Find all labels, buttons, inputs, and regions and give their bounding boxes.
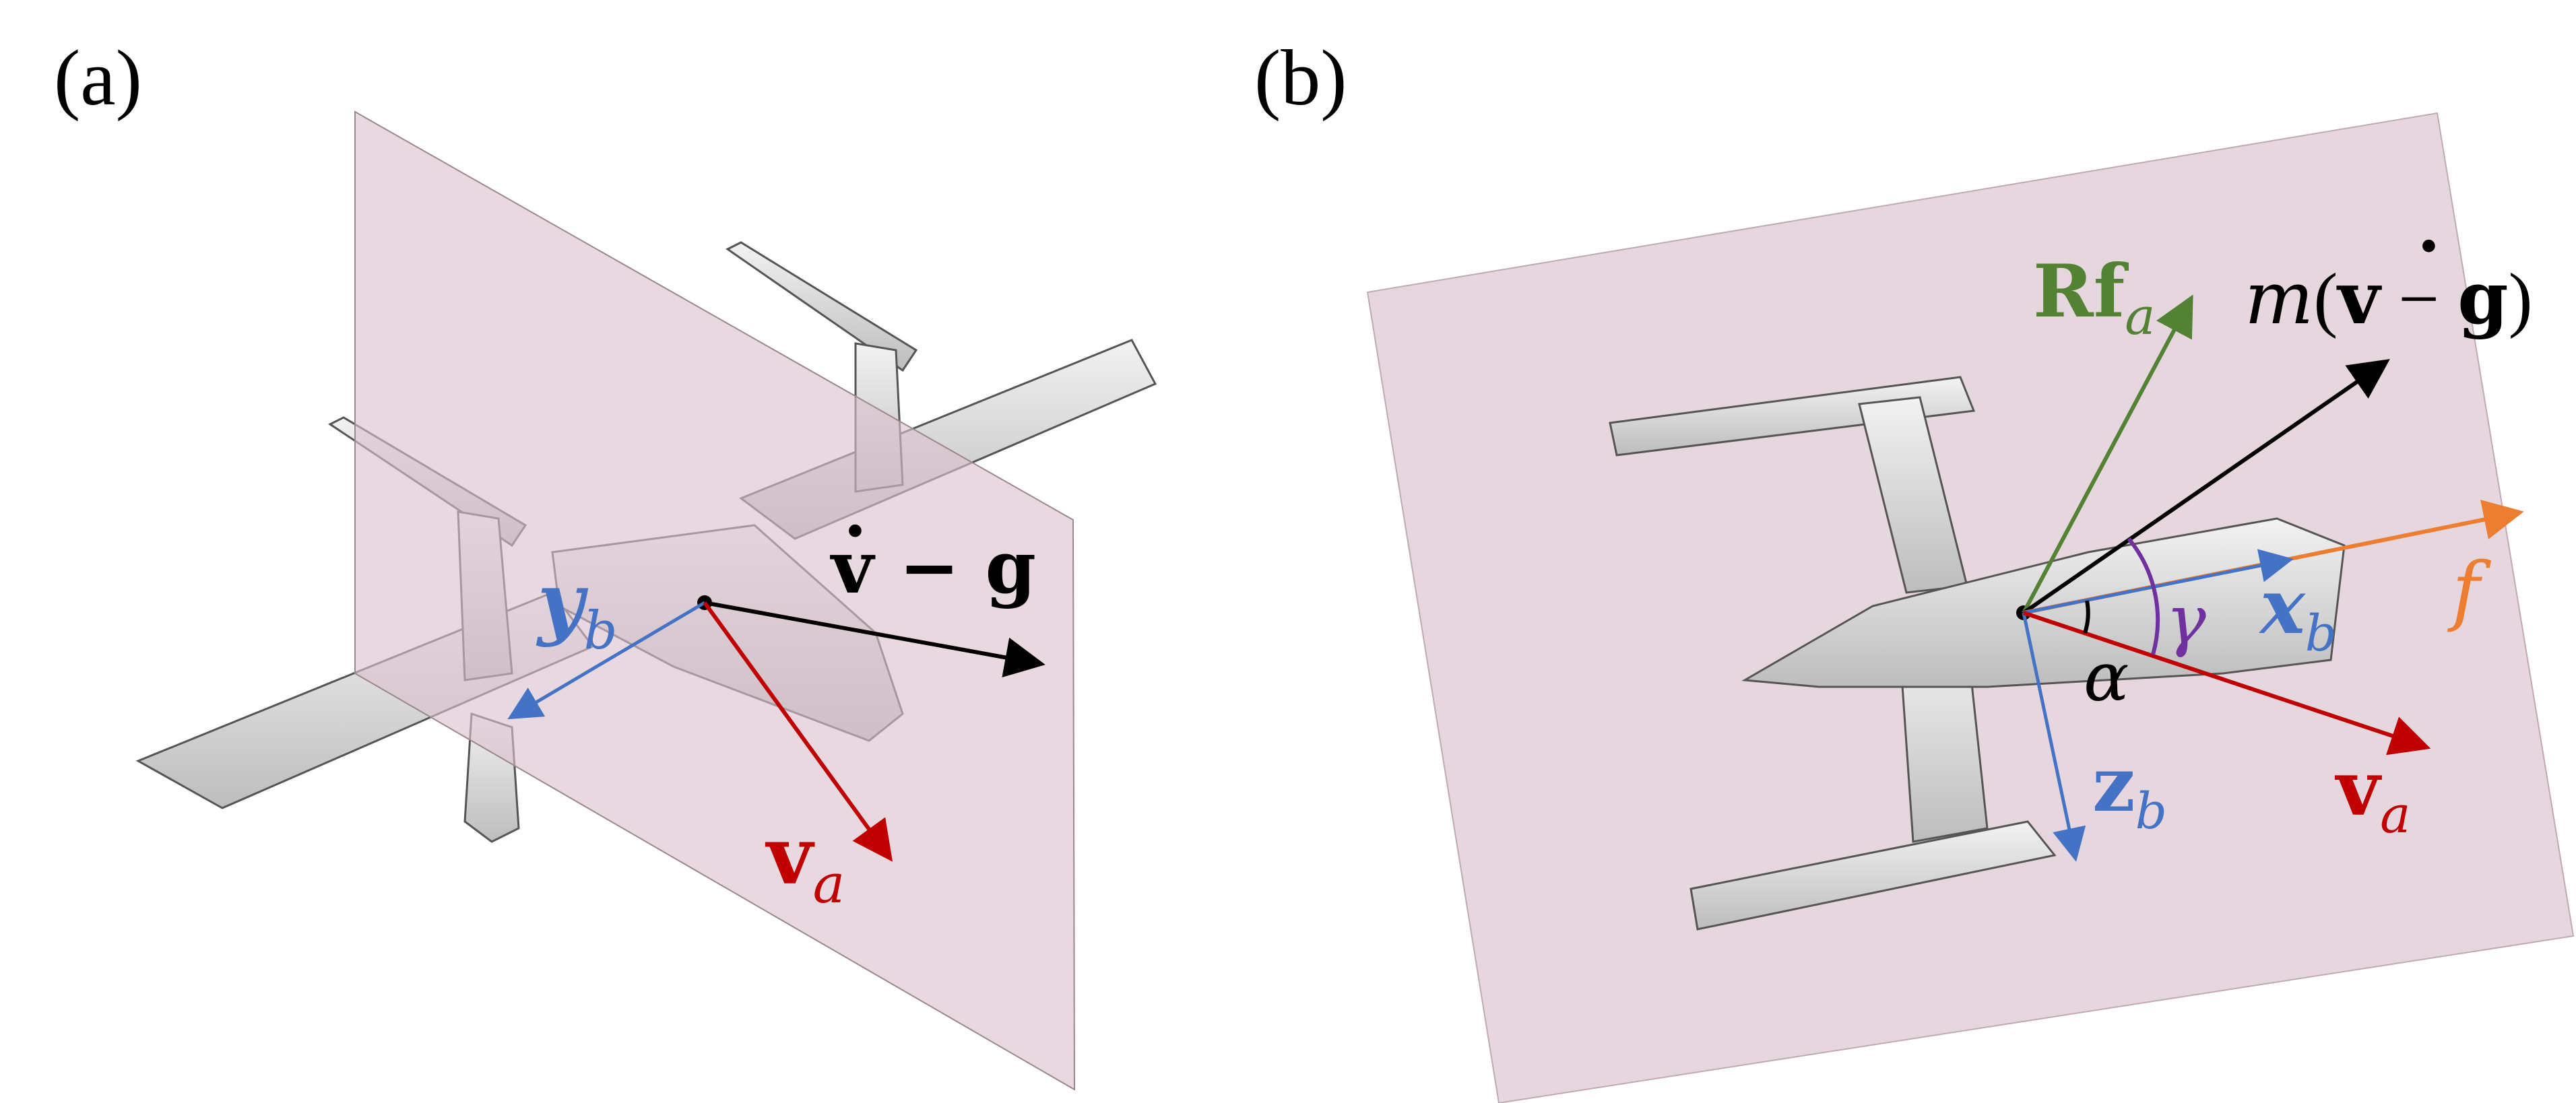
m-accel-dot: ·: [2417, 206, 2441, 286]
alpha-label: α: [2084, 638, 2129, 716]
y-b-arrow: [507, 601, 706, 720]
accel-label-a: v − g: [830, 525, 1036, 610]
accel-dot-a: ·: [843, 491, 867, 570]
m-accel-label: m(v − g): [2245, 256, 2533, 341]
rfa-arrow: [2022, 294, 2193, 614]
upper-right-nacelle: [726, 241, 918, 372]
gamma-arc: [2127, 537, 2160, 655]
fuselage-b: [1741, 517, 2346, 688]
panel-b: (b) Rfa · m: [1254, 34, 2575, 1103]
va-arrow-b: [2023, 611, 2431, 756]
z-b-arrow: [2022, 612, 2086, 862]
upper-nacelle-b: [1609, 376, 1976, 457]
drone-b-illustration: [1609, 376, 2346, 931]
panel-b-label: (b): [1254, 34, 1347, 122]
y-b-label: yb: [536, 555, 618, 661]
panel-a: (a) yb: [54, 34, 1157, 1091]
alpha-arc: [2083, 600, 2090, 634]
va-label-b: va: [2334, 745, 2410, 844]
accel-arrow-a: [704, 601, 1045, 677]
x-b-label: xb: [2259, 563, 2337, 663]
panel-a-label: (a): [54, 34, 142, 122]
symmetry-plane-a: [354, 110, 1076, 1091]
rfa-label: Rfa: [2033, 249, 2156, 346]
z-b-label: zb: [2092, 741, 2167, 840]
gamma-label: γ: [2166, 580, 2206, 659]
m-accel-arrow: [2022, 359, 2390, 615]
va-label-a: va: [765, 809, 845, 915]
va-arrow-a: [703, 601, 893, 862]
